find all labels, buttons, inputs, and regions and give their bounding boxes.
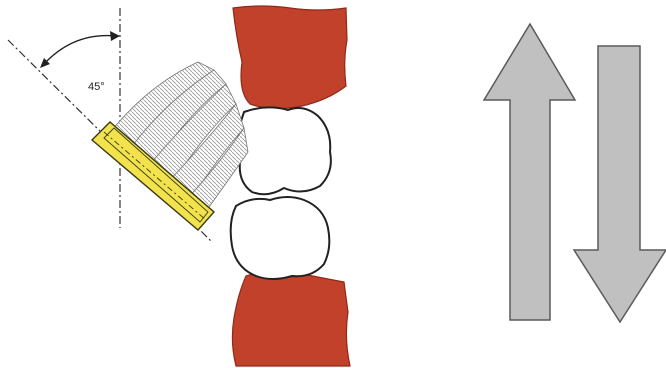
arrow-up-icon: [484, 24, 575, 320]
upper-tooth: [238, 107, 331, 194]
upper-gum: [233, 6, 347, 109]
arrow-down-icon: [574, 46, 666, 322]
angle-arc: [44, 36, 116, 64]
lower-gum: [232, 271, 350, 366]
angle-arc-arrowhead-right: [110, 31, 120, 41]
lower-tooth: [231, 197, 330, 279]
angle-label: 45°: [88, 81, 105, 93]
